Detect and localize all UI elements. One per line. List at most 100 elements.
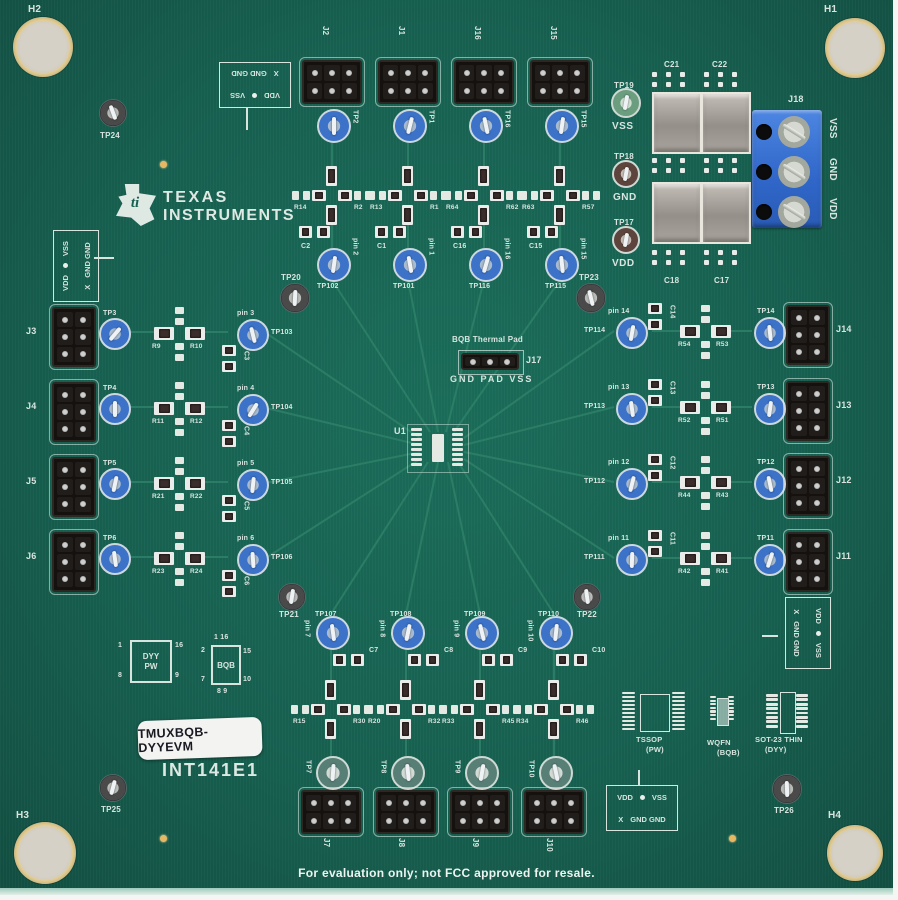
board-id: INT141E1 <box>162 760 260 780</box>
via-dot <box>666 158 671 163</box>
pin-metal <box>346 70 353 76</box>
terminal-screw <box>778 156 810 188</box>
resistor-R22 <box>185 477 205 490</box>
capacitor-C2 <box>299 226 312 238</box>
capacitor-C12 <box>648 470 662 481</box>
connector-pin <box>563 813 579 829</box>
resistor-body <box>467 191 475 200</box>
res-label: R33 <box>442 718 455 725</box>
resistor <box>386 704 400 715</box>
tp-slot <box>767 324 773 342</box>
solder-pad <box>576 705 583 714</box>
solder-pad <box>710 714 716 717</box>
resistor-R51 <box>711 401 731 414</box>
pin-label: pin 11 <box>608 535 630 542</box>
solder-pad <box>672 700 685 703</box>
connector-J10 <box>521 787 587 837</box>
cap-label: C13 <box>668 381 676 395</box>
connector-pin <box>57 387 73 403</box>
tp-slot <box>628 475 636 493</box>
connector-pin <box>791 344 807 360</box>
solder-pad <box>411 453 422 456</box>
jumper-pin-names: GND PAD VSS <box>450 374 534 384</box>
pin-metal <box>62 426 68 433</box>
solder-pad <box>728 699 734 702</box>
connector-pin <box>398 813 414 829</box>
pin-metal <box>80 351 86 358</box>
resistor-R21 <box>154 477 174 490</box>
tp-slot <box>558 117 566 135</box>
testpoint-label: TP109 <box>464 611 486 618</box>
resistor-body <box>404 169 411 183</box>
res-label: R34 <box>516 718 529 725</box>
connector-pin <box>75 312 91 328</box>
pin-metal <box>346 88 353 94</box>
resistor-body <box>463 705 471 714</box>
pkg-pin: 7 <box>201 676 206 683</box>
pin-metal <box>796 558 802 565</box>
solder-pad <box>411 448 422 451</box>
pin-metal <box>480 88 487 94</box>
solder-pad <box>796 724 808 728</box>
tp-slot <box>629 551 635 569</box>
connector-pin <box>324 65 340 81</box>
connector-pin <box>455 813 471 829</box>
pkg-pin: 8 <box>118 672 123 679</box>
via-dot <box>704 260 709 265</box>
tp-slot <box>482 117 490 135</box>
resistor-body <box>158 479 170 488</box>
pin-metal <box>814 576 820 583</box>
resistor-R30 <box>325 719 336 739</box>
connector-label: J3 <box>26 326 37 336</box>
solder-pad <box>175 543 184 550</box>
via-dot <box>732 168 737 173</box>
solder-pad <box>672 724 685 727</box>
capacitor-C8 <box>408 654 421 666</box>
testpoint-label: TP111 <box>584 554 605 561</box>
connector-label: J16 <box>472 26 482 40</box>
resistor-body <box>377 227 386 237</box>
solder-pad <box>672 692 685 695</box>
pin-metal <box>469 358 476 365</box>
tp-slot <box>406 256 414 274</box>
via-dot <box>680 72 685 77</box>
solder-pad <box>622 724 635 727</box>
connector-label: J9 <box>470 838 480 848</box>
testpoint-label: TP105 <box>271 479 293 486</box>
pin-metal <box>80 501 86 508</box>
fp-sot23-body <box>780 692 796 734</box>
connector-pin <box>499 357 515 366</box>
solder-pad <box>452 458 463 461</box>
tp-slot <box>553 624 559 642</box>
connector-label: J11 <box>836 551 852 561</box>
net-label-VSS: VSS <box>612 121 634 132</box>
connector-J13 <box>783 378 833 444</box>
tp-slot <box>108 326 122 342</box>
testpoint-TP19 <box>611 88 641 118</box>
solder-pad <box>701 568 710 575</box>
resistor <box>490 190 504 201</box>
legend-x: X <box>82 284 92 290</box>
resistor <box>312 190 326 201</box>
pin-metal <box>62 408 68 415</box>
terminal-pin-GND: GND <box>827 158 838 181</box>
connector-pin <box>307 83 323 99</box>
capacitor-C11 <box>648 546 662 557</box>
res-label: R32 <box>428 718 441 725</box>
via-dot <box>718 250 723 255</box>
pin-metal <box>385 800 392 806</box>
terminal-wire-hole <box>756 204 772 220</box>
testpoint-TP23 <box>576 283 606 313</box>
resistor-R34 <box>548 680 559 700</box>
testpoint-label: TP18 <box>614 152 634 161</box>
testpoint-TP3 <box>99 318 131 350</box>
solder-pad <box>710 706 716 709</box>
capacitor-C21 <box>652 92 702 154</box>
resistor-body <box>319 227 328 237</box>
solder-pad <box>587 705 594 714</box>
solder-pad <box>455 191 462 200</box>
legend-vss: VSS <box>651 792 667 802</box>
res-label: R22 <box>190 493 203 500</box>
pin-metal <box>62 483 68 490</box>
testpoint-TP11 <box>754 544 786 576</box>
